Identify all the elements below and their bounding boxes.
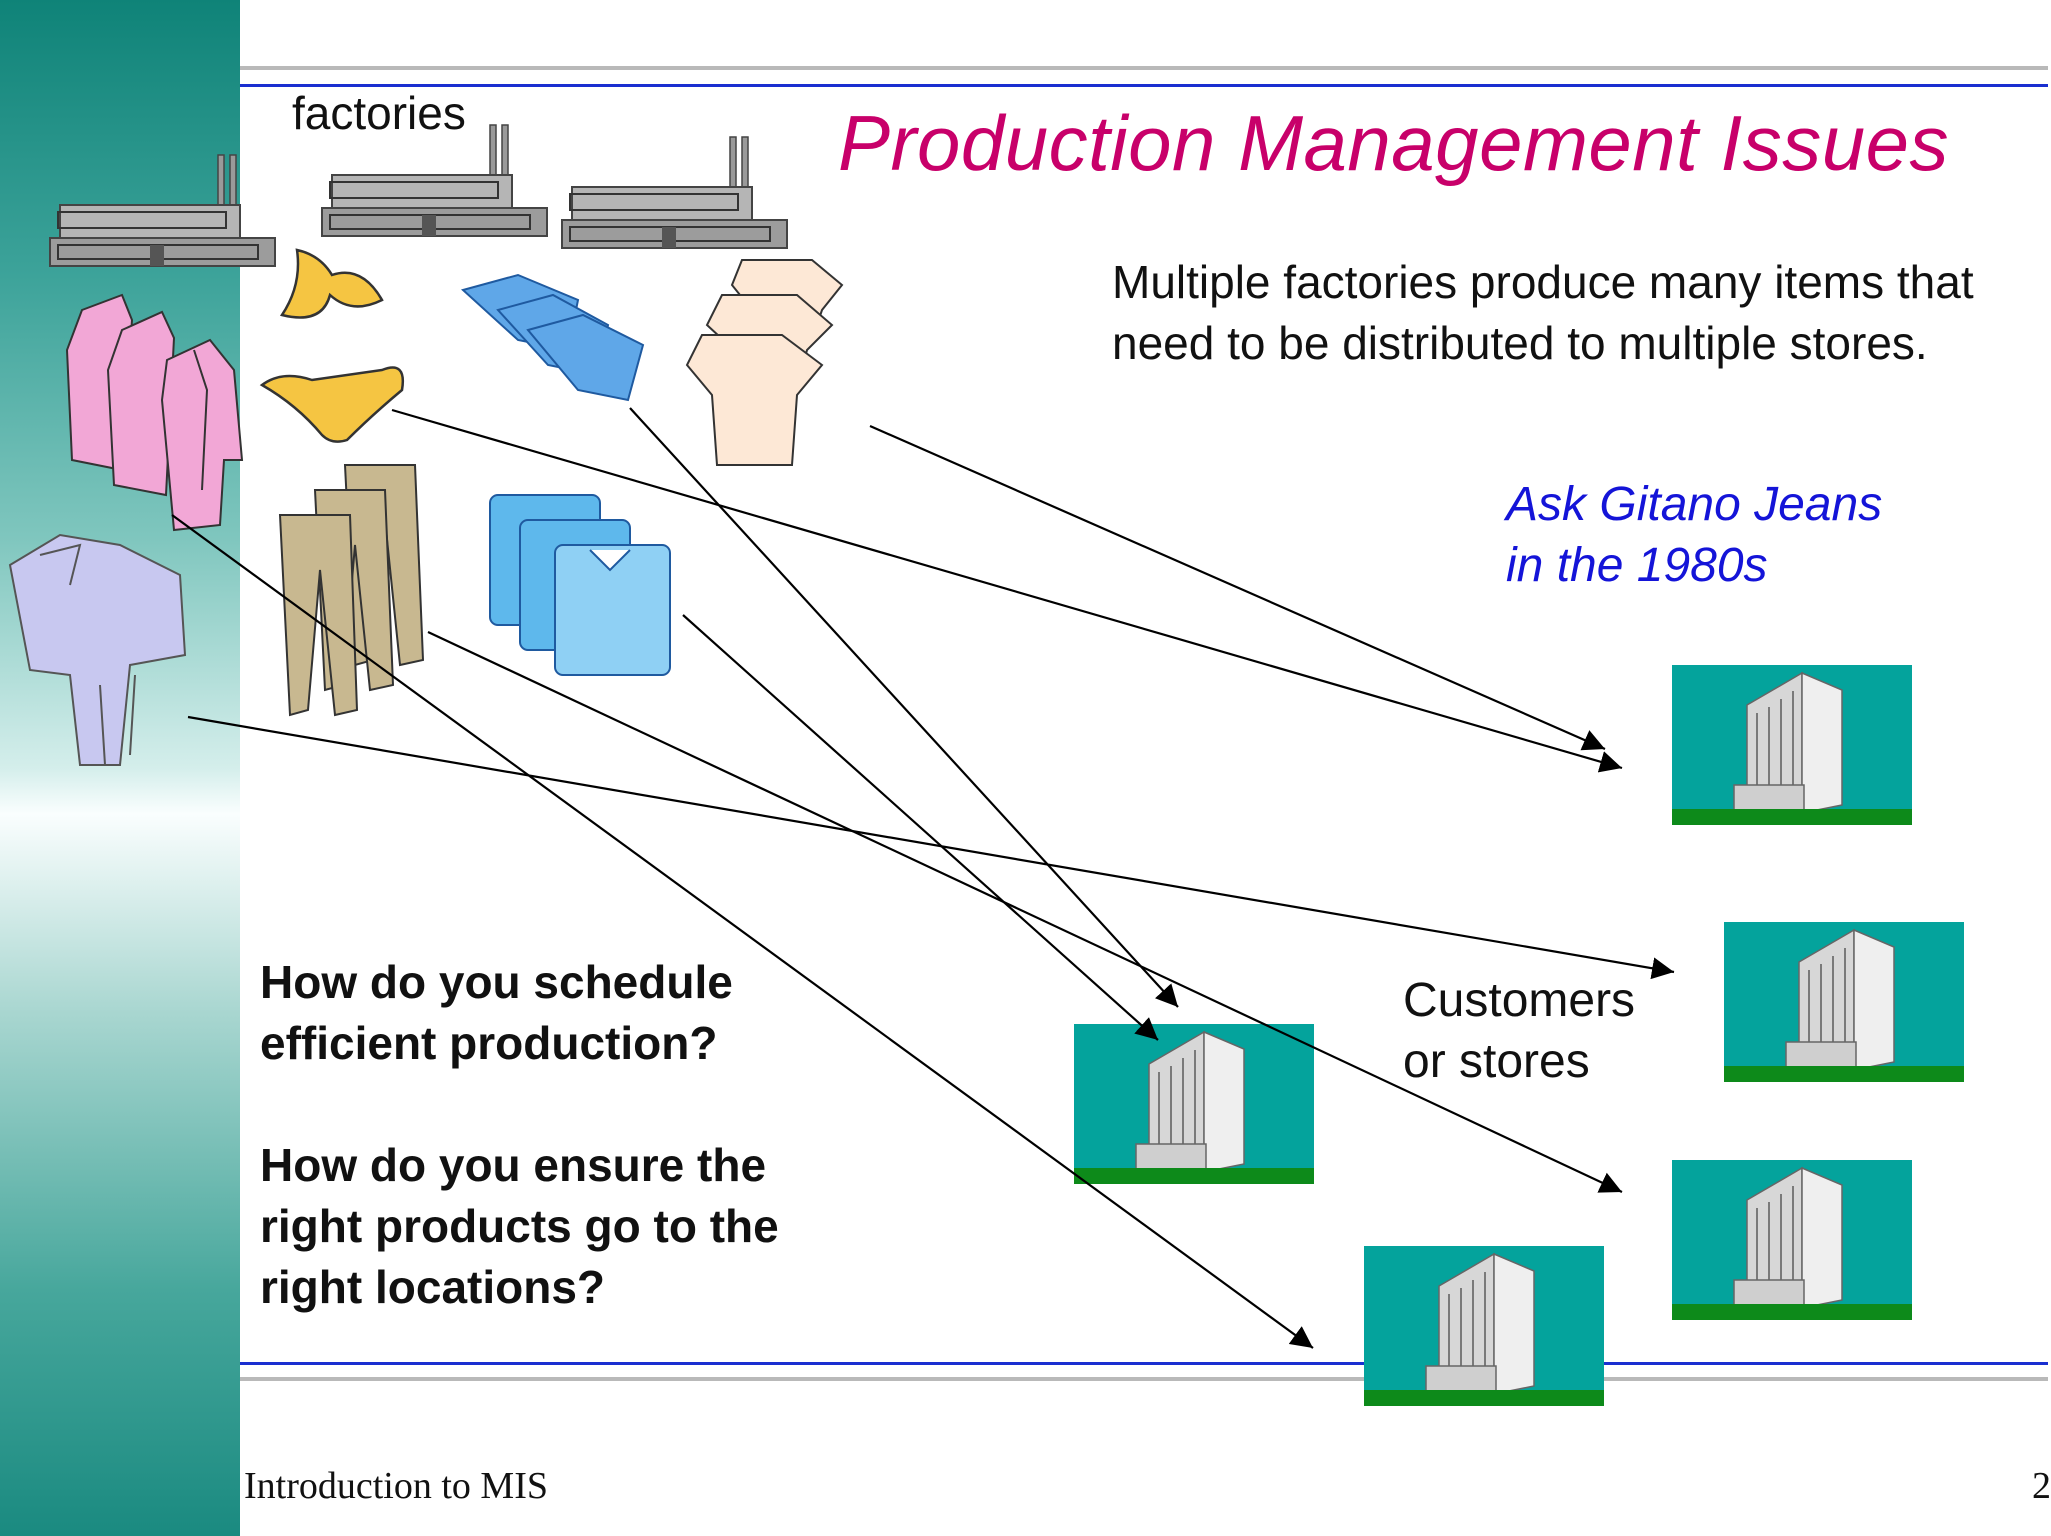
office-building-icon [1135, 1030, 1245, 1173]
top-blue-rule [240, 84, 2048, 87]
store-building-4 [1672, 1160, 1912, 1320]
blue-shirts-icon [460, 273, 645, 402]
grass-strip [1074, 1168, 1314, 1184]
slide-title: Production Management Issues [838, 99, 1949, 187]
customers-line-1: Customers [1403, 974, 1636, 1027]
footer-text: Introduction to MIS [244, 1465, 548, 1507]
factory-icon [49, 154, 276, 267]
pink-coats-icon [65, 293, 244, 532]
arrow-coats-to-store [171, 514, 1314, 1349]
question-2-line-1: How do you ensure the [260, 1139, 767, 1191]
khaki-pants-icon [278, 464, 425, 717]
grass-strip [1724, 1066, 1964, 1082]
factories-label: factories [292, 87, 466, 139]
question-1-line-2: efficient production? [260, 1017, 718, 1069]
factory-icon [321, 124, 548, 237]
arrow-bikini-to-store [391, 408, 1623, 773]
questions-block: How do you schedule efficient production… [260, 952, 779, 1318]
grass-strip [1364, 1390, 1604, 1406]
store-building-5 [1364, 1246, 1604, 1406]
store-building-2 [1724, 922, 1964, 1082]
arrow-blue-shirts-to-store [629, 407, 1179, 1008]
note-line-1: Ask Gitano Jeans [1506, 478, 1883, 531]
customers-label: Customers or stores [1403, 970, 1635, 1092]
description-text: Multiple factories produce many items th… [1112, 256, 1974, 369]
t-shirts-icon [685, 259, 844, 466]
question-2-line-3: right locations? [260, 1261, 605, 1313]
gitano-note: Ask Gitano Jeans in the 1980s [1506, 474, 1882, 596]
question-1-line-1: How do you schedule [260, 956, 733, 1008]
store-building-1 [1672, 665, 1912, 825]
question-2-line-2: right products go to the [260, 1200, 779, 1252]
grass-strip [1672, 809, 1912, 825]
arrow-pants-to-store [427, 631, 1623, 1193]
top-gray-rule [240, 66, 2048, 70]
dress-shirts-icon [489, 494, 671, 676]
store-building-3 [1074, 1024, 1314, 1184]
arrow-pajamas-to-store [187, 715, 1675, 980]
note-line-2: in the 1980s [1506, 539, 1768, 592]
bottom-blue-rule [240, 1362, 2048, 1365]
office-building-icon [1785, 928, 1895, 1071]
office-building-icon [1733, 671, 1843, 814]
factory-icon [561, 136, 788, 249]
grass-strip [1672, 1304, 1912, 1320]
office-building-icon [1425, 1252, 1535, 1395]
page-number: 2 [2032, 1465, 2051, 1507]
office-building-icon [1733, 1166, 1843, 1309]
customers-line-2: or stores [1403, 1035, 1590, 1088]
bikini-icon [259, 248, 405, 443]
pajamas-icon [8, 533, 187, 766]
arrow-tshirts-to-store [869, 424, 1606, 751]
arrow-dress-shirts-to-store [682, 614, 1159, 1041]
bottom-gray-rule [240, 1377, 2048, 1381]
